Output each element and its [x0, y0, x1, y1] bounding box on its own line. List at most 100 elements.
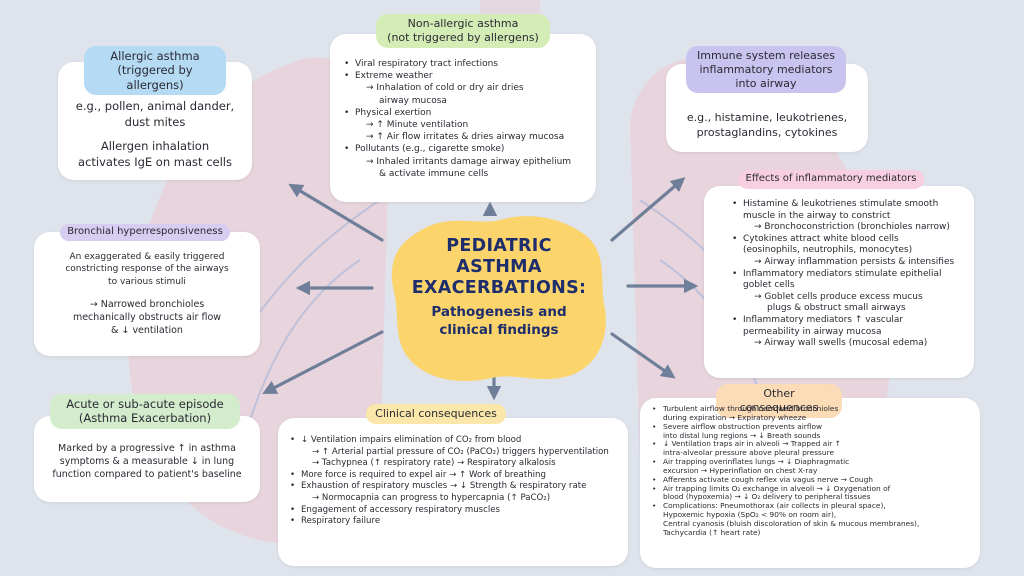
acute-title-line-2: (Asthma Exacerbation): [78, 411, 212, 426]
center-blob: [391, 216, 606, 381]
effects-title-text: Effects of inflammatory mediators: [745, 173, 917, 184]
effects-item-2-line-1: Cytokines attract white blood cells: [743, 233, 899, 244]
other-item-hypoxemia: Air trapping limits O₂ exchange in alveo…: [652, 483, 978, 503]
other-item-6-line-1: Air trapping limits O₂ exchange in alveo…: [663, 483, 891, 493]
nonallergic-exertion-sub-1: → ↑ Minute ventilation: [366, 120, 469, 131]
acute-desc-line-2: symptoms & a measurable ↓ in lung: [59, 456, 235, 468]
other-item-3-line-1: ↓ Ventilation traps air in alveoli → Tra…: [663, 439, 841, 449]
nonallergic-title-line-1: Non-allergic asthma: [407, 17, 519, 30]
nonallergic-item-weather-text: Extreme weather: [355, 71, 433, 82]
effects-item-4-sub-1: → Airway wall swells (mucosal edema): [754, 338, 928, 349]
clinical-item-2-text: More force is required to expel air → ↑ …: [301, 469, 546, 480]
clinical-item-1-sub-1: → ↑ Arterial partial pressure of CO₂ (Pa…: [312, 446, 609, 457]
nonallergic-list: Viral respiratory tract infections Extre…: [344, 58, 592, 180]
allergic-title-line-1: Allergic asthma: [110, 49, 200, 63]
arrow-to-other: [610, 332, 676, 379]
center-title-line-3: EXACERBATIONS:: [411, 278, 587, 298]
other-item-7-line-2: Hypoxemic hypoxia (SpO₂ < 90% on room ai…: [663, 510, 837, 520]
other-item-2-line-1: Severe airflow obstruction prevents airf…: [663, 421, 823, 431]
center-subtitle-line-2: clinical findings: [439, 322, 559, 338]
effects-item-mucus: Inflammatory mediators stimulate epithel…: [732, 269, 970, 315]
acute-card: [34, 416, 260, 502]
clinical-item-4-text: Engagement of accessory respiratory musc…: [301, 504, 501, 515]
clinical-list: ↓ Ventilation impairs elimination of CO₂…: [290, 435, 624, 528]
nonallergic-exertion-sub-2: → ↑ Air flow irritates & dries airway mu…: [366, 132, 565, 143]
nonallergic-item-pollutants: Pollutants (e.g., cigarette smoke) → Inh…: [344, 143, 592, 180]
nonallergic-item-viral-text: Viral respiratory tract infections: [355, 59, 498, 69]
arrow-to-acute: [262, 330, 384, 394]
nonallergic-item-viral: Viral respiratory tract infections: [344, 58, 592, 70]
allergic-examples: e.g., pollen, animal dander, dust mites: [62, 98, 248, 130]
allergic-examples-line-1: e.g., pollen, animal dander,: [75, 99, 235, 113]
other-item-1-line-2: during expiration → Expiratory wheeze: [663, 412, 807, 422]
allergic-mechanism-line-1: Allergen inhalation: [100, 139, 210, 153]
nonallergic-item-pollutants-text: Pollutants (e.g., cigarette smoke): [355, 144, 505, 155]
clinical-item-5-text: Respiratory failure: [301, 516, 381, 527]
effects-item-edema: Inflammatory mediators ↑ vascular permea…: [732, 315, 970, 350]
nonallergic-item-weather: Extreme weather → Inhalation of cold or …: [344, 70, 592, 107]
other-item-cough: Afferents activate cough reflex via vagu…: [652, 475, 978, 485]
hyper-description: An exaggerated & easily triggered constr…: [38, 251, 256, 288]
other-item-4-line-2: excursion → Hyperinflation on chest X-ra…: [663, 465, 818, 475]
clinical-item-exhaustion: Exhaustion of respiratory muscles → ↓ St…: [290, 481, 624, 504]
center-title-line-1: PEDIATRIC: [446, 236, 552, 256]
effects-item-4-line-1: Inflammatory mediators ↑ vascular: [743, 314, 904, 325]
effects-item-3-sub-1: → Goblet cells produce excess mucus: [754, 291, 923, 302]
clinical-title-text: Clinical consequences: [375, 407, 497, 420]
acute-desc-line-3: function compared to patient's baseline: [52, 469, 242, 481]
immune-title-pill: Immune system releases inflammatory medi…: [686, 46, 846, 94]
center-blob-shape: [391, 216, 606, 381]
center-text: PEDIATRIC ASTHMA EXACERBATIONS: Pathogen…: [388, 236, 610, 339]
other-item-7-line-4: Tachycardia (↑ heart rate): [663, 527, 761, 537]
nonallergic-pollutants-sub-2: & activate immune cells: [379, 168, 489, 179]
effects-item-3-sub-2: plugs & obstruct small airways: [767, 303, 906, 314]
clinical-item-failure: Respiratory failure: [290, 516, 624, 528]
acute-desc-line-1: Marked by a progressive ↑ in asthma: [58, 443, 236, 454]
nonallergic-pollutants-sub-1: → Inhaled irritants damage airway epithe…: [366, 156, 572, 167]
other-item-hyperinflation: Air trapping overinflates lungs → ↓ Diap…: [652, 457, 978, 476]
clinical-item-3-sub-1: → Normocapnia can progress to hypercapni…: [312, 492, 551, 503]
clinical-item-3-text: Exhaustion of respiratory muscles → ↓ St…: [301, 481, 587, 492]
effects-item-1-line-1: Histamine & leukotrienes stimulate smoot…: [743, 199, 939, 209]
nonallergic-item-exertion-text: Physical exertion: [355, 107, 432, 118]
effects-item-1-sub-1: → Bronchoconstriction (bronchioles narro…: [754, 222, 950, 233]
allergic-title-pill: Allergic asthma (triggered by allergens): [84, 46, 226, 96]
hyper-desc-line-2: constricting response of the airways: [65, 264, 229, 275]
effects-item-bronchoconstriction: Histamine & leukotrienes stimulate smoot…: [732, 199, 970, 234]
other-item-complications: Complications: Pneumothorax (air collect…: [652, 501, 978, 537]
other-item-3-line-2: intra-alveolar pressure above pleural pr…: [663, 448, 835, 458]
other-item-7-line-3: Central cyanosis (bluish discoloration o…: [663, 518, 920, 528]
clinical-item-force: More force is required to expel air → ↑ …: [290, 470, 624, 482]
effects-item-inflammation: Cytokines attract white blood cells (eos…: [732, 234, 970, 269]
arrow-to-allergic: [288, 183, 384, 242]
effects-item-2-sub-1: → Airway inflammation persists & intensi…: [754, 256, 955, 267]
center-title-line-2: ASTHMA: [456, 257, 542, 277]
other-list: Turbulent airflow through narrowed bronc…: [652, 404, 978, 538]
effects-list: Histamine & leukotrienes stimulate smoot…: [732, 199, 970, 350]
other-item-breath-sounds: Severe airflow obstruction prevents airf…: [652, 421, 978, 441]
immune-title-line-3: into airway: [735, 76, 797, 90]
other-item-trapped-air: ↓ Ventilation traps air in alveoli → Tra…: [652, 439, 978, 458]
center-subtitle: Pathogenesis and clinical findings: [388, 303, 610, 339]
nonallergic-title-pill: Non-allergic asthma (not triggered by al…: [376, 14, 550, 48]
nonallergic-weather-sub-1: → Inhalation of cold or dry air dries: [366, 83, 524, 94]
nonallergic-title-line-2: (not triggered by allergens): [387, 30, 539, 44]
allergic-mechanism-line-2: activates IgE on mast cells: [78, 155, 232, 169]
other-item-wheeze: Turbulent airflow through narrowed bronc…: [652, 404, 978, 423]
hyper-result-line-2: mechanically obstructs air flow: [72, 312, 222, 323]
acute-title-pill: Acute or sub-acute episode (Asthma Exace…: [50, 394, 240, 429]
hyper-title-pill: Bronchial hyperresponsiveness: [60, 224, 230, 241]
hyper-desc-line-1: An exaggerated & easily triggered: [69, 252, 225, 262]
acute-title-line-1: Acute or sub-acute episode: [66, 397, 224, 411]
arrow-to-immune: [610, 177, 686, 242]
other-item-4-line-1: Air trapping overinflates lungs → ↓ Diap…: [663, 457, 850, 467]
clinical-item-1-sub-2: → Tachypnea (↑ respiratory rate) → Respi…: [312, 458, 556, 469]
allergic-mechanism: Allergen inhalation activates IgE on mas…: [62, 138, 248, 170]
clinical-item-1-text: ↓ Ventilation impairs elimination of CO₂…: [301, 435, 522, 445]
effects-item-1-line-2: muscle in the airway to constrict: [743, 210, 891, 221]
effects-item-3-line-2: goblet cells: [743, 280, 795, 291]
nonallergic-weather-sub-2: airway mucosa: [379, 95, 447, 106]
effects-item-3-line-1: Inflammatory mediators stimulate epithel…: [743, 268, 942, 279]
allergic-title-line-2: (triggered by allergens): [117, 63, 193, 92]
